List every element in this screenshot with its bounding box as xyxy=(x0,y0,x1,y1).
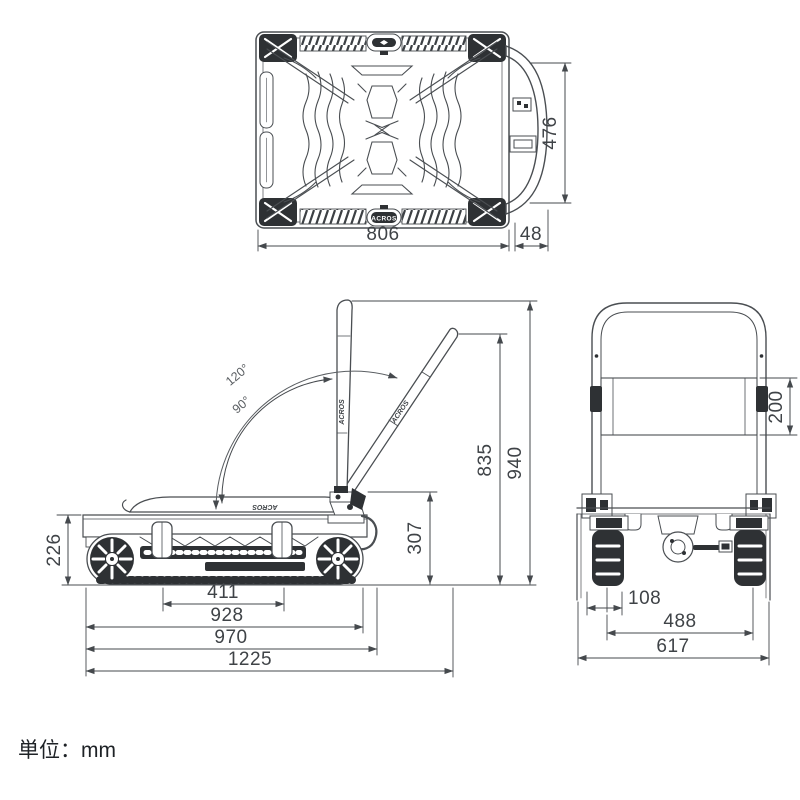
dim-835-label: 835 xyxy=(475,443,496,476)
hinge-brackets-rear xyxy=(581,493,777,519)
dim-970-label: 970 xyxy=(214,627,247,648)
handle-loop-rear xyxy=(591,302,767,507)
dim-617 xyxy=(577,601,770,666)
dim-108-label: 108 xyxy=(628,588,661,609)
handle-fold-arcs xyxy=(212,370,398,510)
crawler-track xyxy=(86,521,364,585)
brand-on-folded-handle: ACROS xyxy=(252,503,279,510)
dim-108 xyxy=(586,587,623,616)
arc-90 xyxy=(218,376,333,504)
dim-488-label: 488 xyxy=(663,611,696,632)
dim-488 xyxy=(606,587,754,641)
drive-sprocket-front xyxy=(90,537,134,581)
track-end-left xyxy=(589,515,629,586)
unit-note: 単位：mm xyxy=(18,739,116,762)
grip-panel xyxy=(590,377,768,436)
top-view: ACROS xyxy=(255,31,572,252)
dim-970 xyxy=(85,587,378,656)
front-grip-slots xyxy=(259,71,274,189)
drive-sprocket-rear xyxy=(316,537,360,581)
dim-940-label: 940 xyxy=(505,446,526,479)
dim-48 xyxy=(514,209,549,252)
dim-307 xyxy=(367,491,438,585)
dim-200 xyxy=(759,377,798,436)
handle-latch-brackets xyxy=(509,97,537,153)
corner-pads xyxy=(259,34,506,226)
brand-emblem-icon xyxy=(380,40,388,45)
angle-120-label: 120° xyxy=(223,361,252,388)
track-end-right xyxy=(729,515,769,586)
deck-tread-pattern xyxy=(266,41,498,219)
dim-476-label: 476 xyxy=(540,116,561,149)
suspension-dampers xyxy=(151,521,293,559)
tread-band-top xyxy=(299,33,467,55)
folded-handle-top xyxy=(505,45,548,215)
rear-view: 200 108 488 617 xyxy=(576,302,798,666)
dim-617-label: 617 xyxy=(656,636,689,657)
arc-120 xyxy=(212,370,398,510)
dim-411-label: 411 xyxy=(207,582,239,603)
dim-1225 xyxy=(85,587,454,678)
dim-1225-label: 1225 xyxy=(228,649,272,670)
dim-226-label: 226 xyxy=(44,533,65,566)
dim-835 xyxy=(458,333,508,585)
dim-307-label: 307 xyxy=(405,521,426,554)
brand-on-upright-handle: ACROS xyxy=(339,399,346,426)
drive-unit-rear xyxy=(624,513,733,563)
dim-928 xyxy=(85,587,364,677)
handle-folded: ACROS xyxy=(121,496,348,513)
dim-226 xyxy=(56,514,82,586)
dim-411 xyxy=(162,587,285,612)
dim-806-label: 806 xyxy=(366,224,399,245)
dim-806 xyxy=(257,229,510,252)
brand-badge-label: ACROS xyxy=(371,216,397,223)
handle-upright: ACROS xyxy=(336,299,353,493)
angle-90-label: 90° xyxy=(230,393,253,416)
dim-928-label: 928 xyxy=(210,605,243,626)
dim-200-label: 200 xyxy=(766,390,787,423)
side-view: ACROS ACROS ACROS xyxy=(44,299,538,678)
tread-band-bottom: ACROS xyxy=(299,205,467,227)
dim-48-label: 48 xyxy=(520,224,542,245)
handle-tilted: ACROS xyxy=(340,327,459,500)
dim-940 xyxy=(351,300,538,585)
dim-476 xyxy=(529,62,572,204)
